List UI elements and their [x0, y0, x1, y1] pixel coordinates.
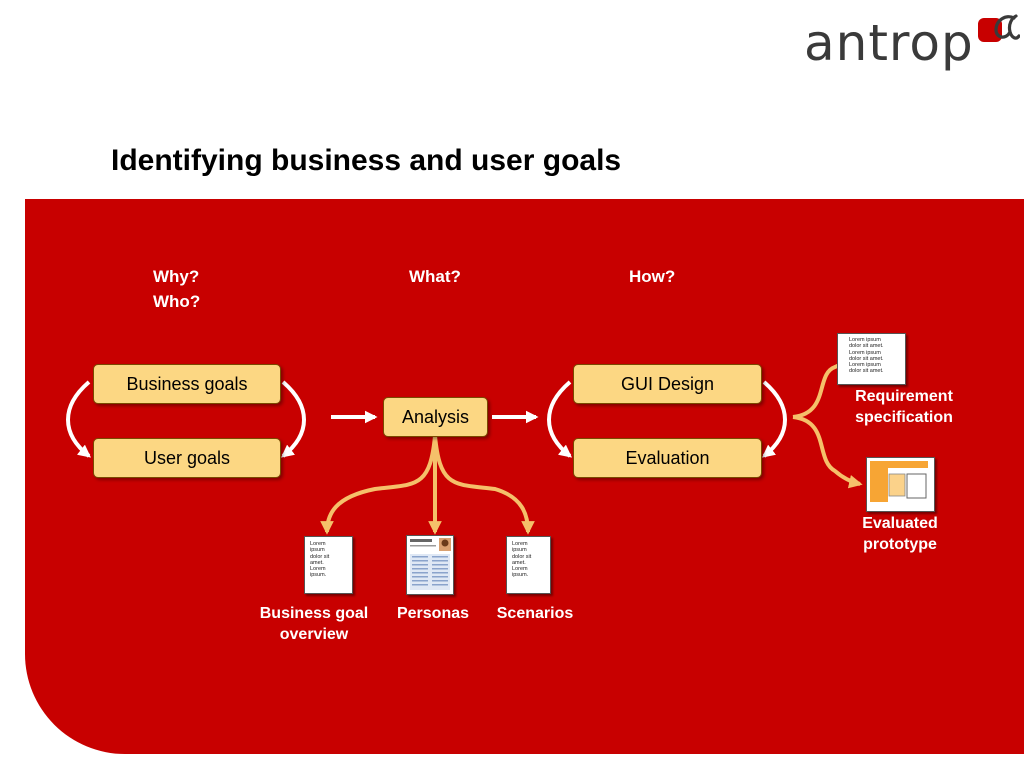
cycle-arrow-left: [66, 380, 92, 458]
evaluated-prototype-label: Evaluated prototype: [862, 515, 938, 553]
gui-design-box: GUI Design: [573, 364, 762, 404]
scenarios-label: Scenarios: [496, 605, 574, 622]
cycle-arrow-right: [280, 380, 306, 458]
arrow-to-evaluated-prototype: [792, 415, 863, 489]
persona-sheet-icon: [410, 538, 451, 590]
alpha-logo-icon: [978, 14, 1020, 42]
question-why-text: Why?: [153, 267, 200, 286]
persona-doc-icon: [406, 535, 454, 595]
cycle-arrow-gui-left: [547, 380, 573, 458]
page-title: Identifying business and user goals: [111, 144, 622, 177]
analysis-box: Analysis: [383, 397, 488, 437]
arrow-to-business-goal-overview: [320, 435, 437, 535]
requirement-spec-label: Requirement specification: [855, 388, 953, 426]
question-who-text: Who?: [153, 292, 201, 311]
diagram-panel: Why? Who? What? How? Business goals User…: [25, 199, 1024, 754]
question-how: How?: [629, 267, 676, 286]
question-why: Why? Who?: [153, 264, 200, 314]
personas-label: Personas: [396, 605, 470, 622]
user-goals-box: User goals: [93, 438, 281, 478]
prototype-doc-icon: [866, 457, 935, 512]
question-what: What?: [409, 267, 461, 286]
cycle-arrow-gui-right: [761, 380, 787, 458]
evaluation-box: Evaluation: [573, 438, 762, 478]
arrow-to-scenarios: [433, 435, 535, 535]
prototype-wireframe-icon: [870, 461, 928, 502]
logo-wordmark: antrop: [804, 14, 974, 72]
business-goals-box: Business goals: [93, 364, 281, 404]
business-goal-overview-label: Business goal overview: [259, 605, 369, 643]
